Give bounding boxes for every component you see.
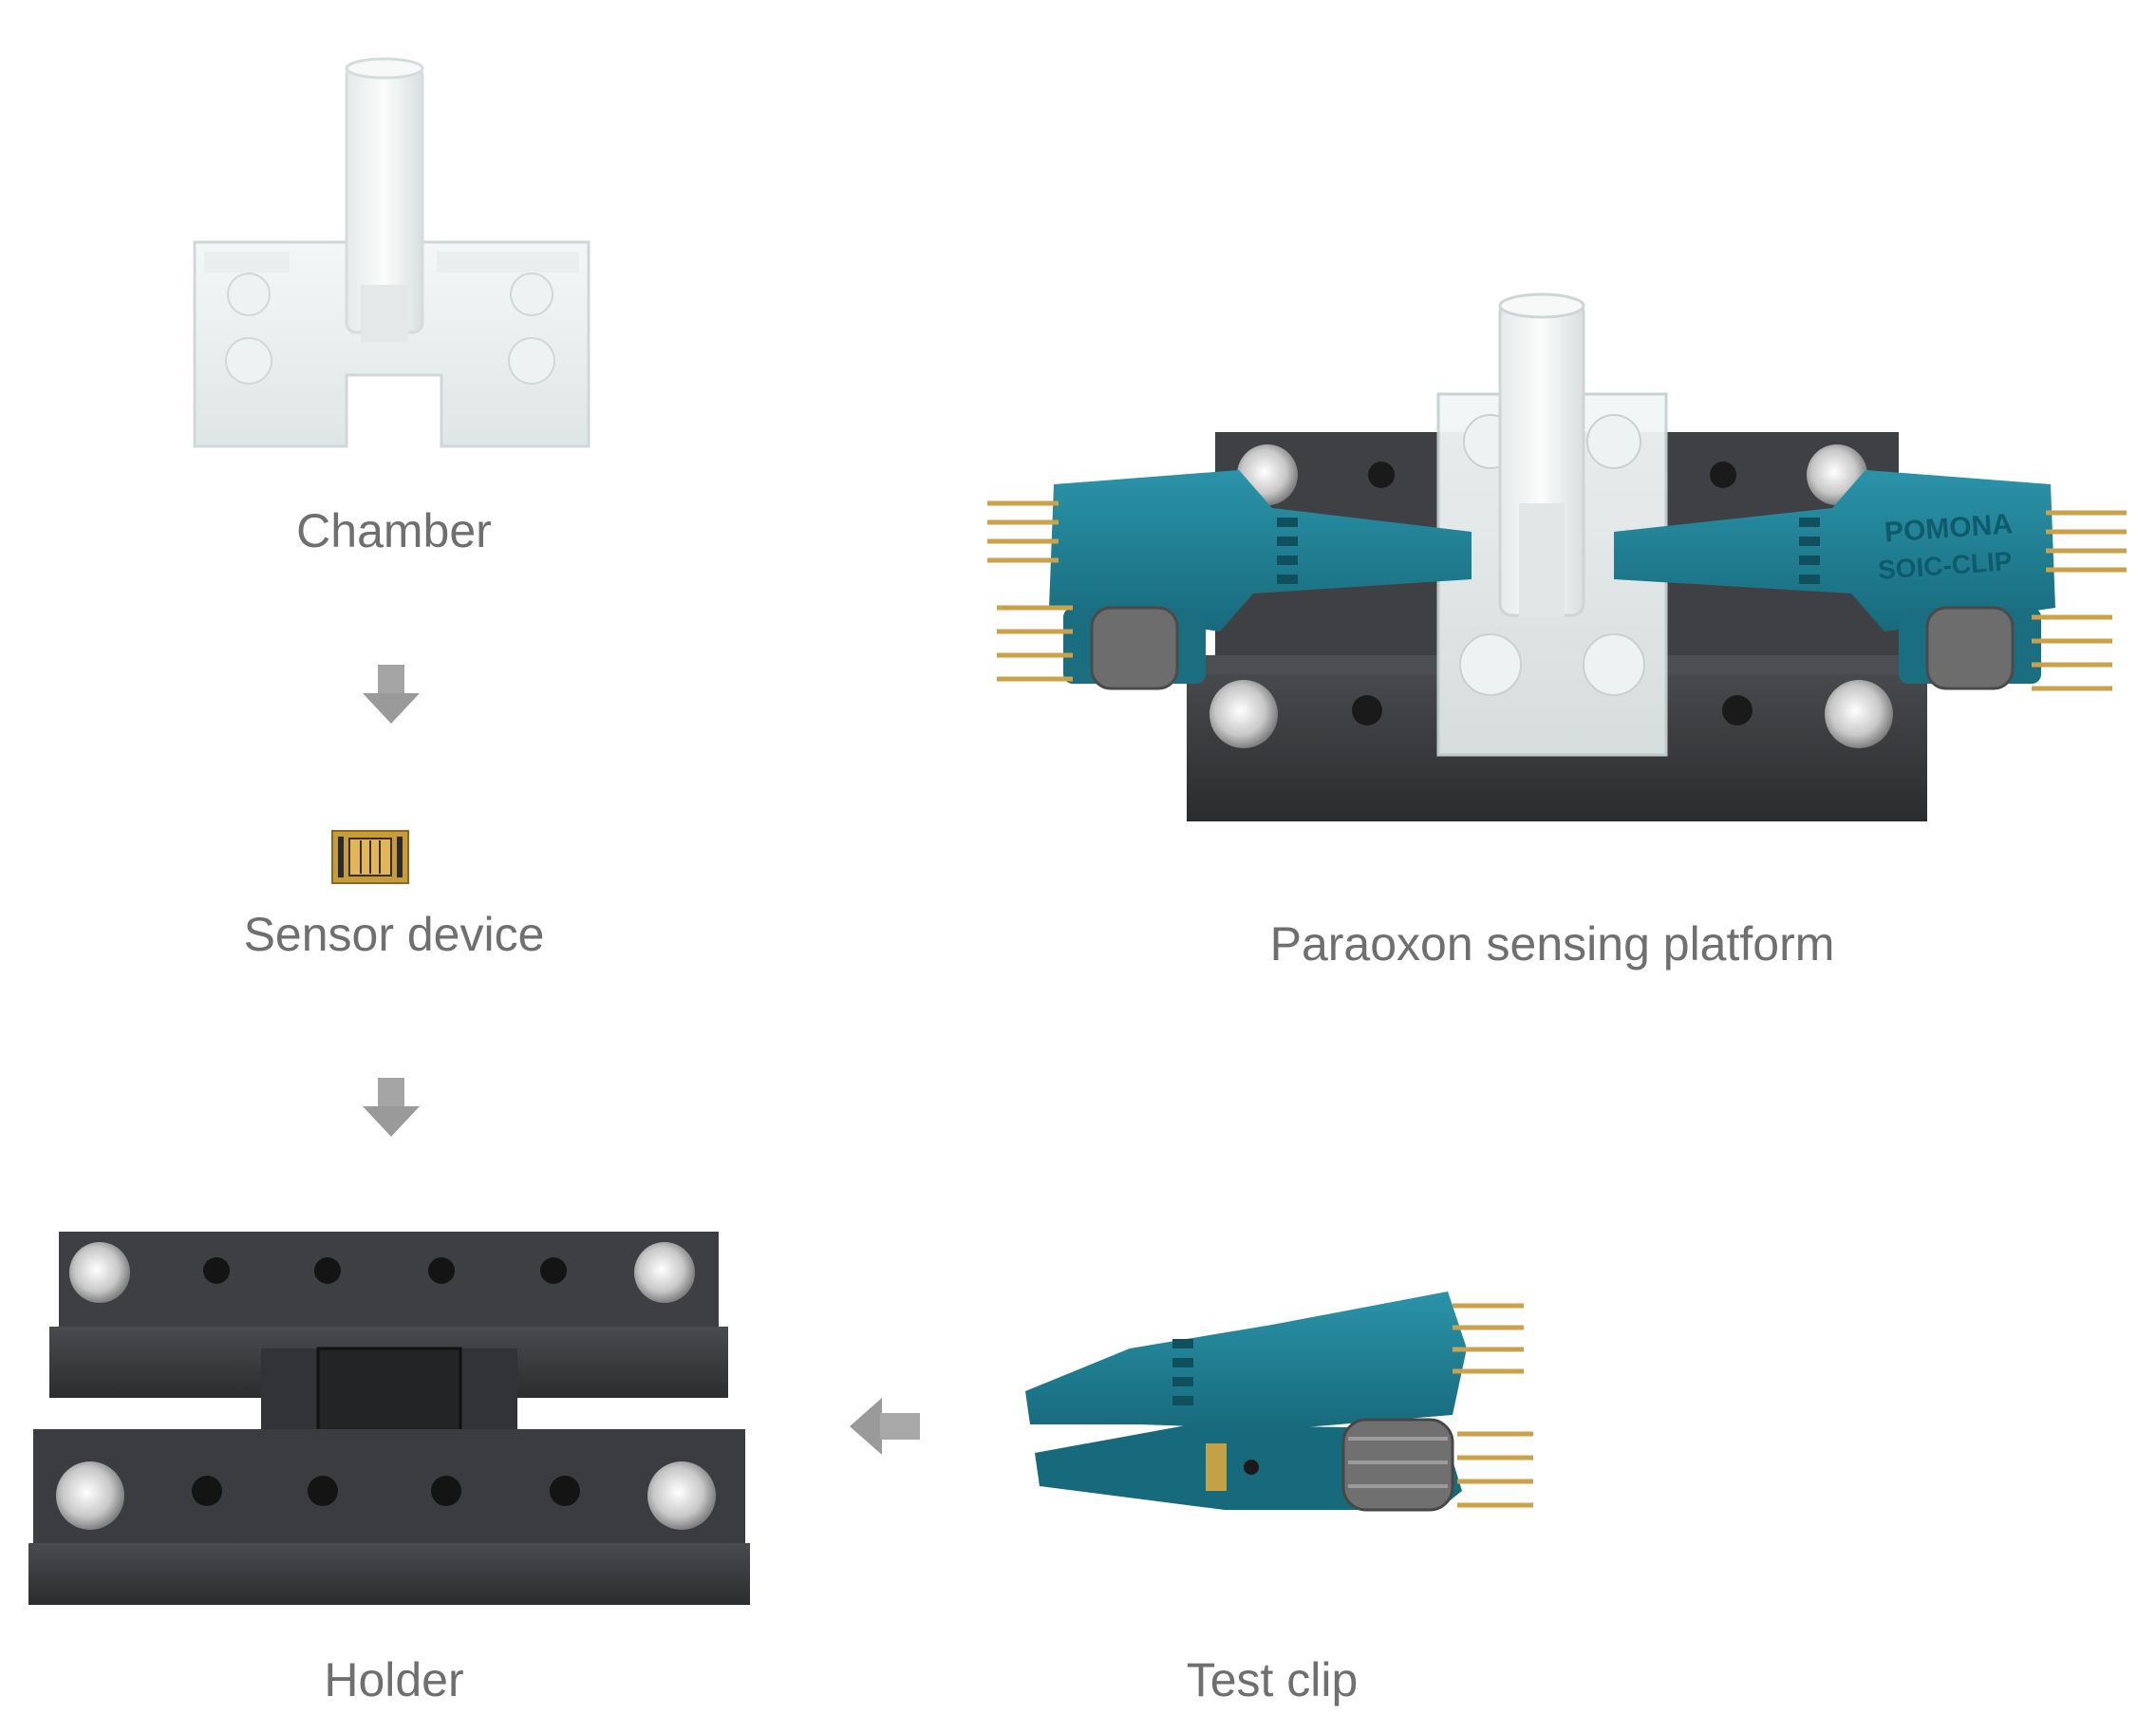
arrow-down-icon (363, 1078, 420, 1137)
sensor-device-image (331, 830, 409, 884)
platform-label: Paraoxon sensing platform (1269, 917, 1835, 971)
holder-label: Holder (324, 1653, 464, 1706)
test-clip-label: Test clip (1186, 1653, 1359, 1706)
chamber-label: Chamber (296, 504, 492, 557)
arrow-left-icon (850, 1398, 920, 1455)
arrow-down-icon (363, 665, 420, 724)
sensor-device-label: Sensor device (243, 908, 545, 961)
